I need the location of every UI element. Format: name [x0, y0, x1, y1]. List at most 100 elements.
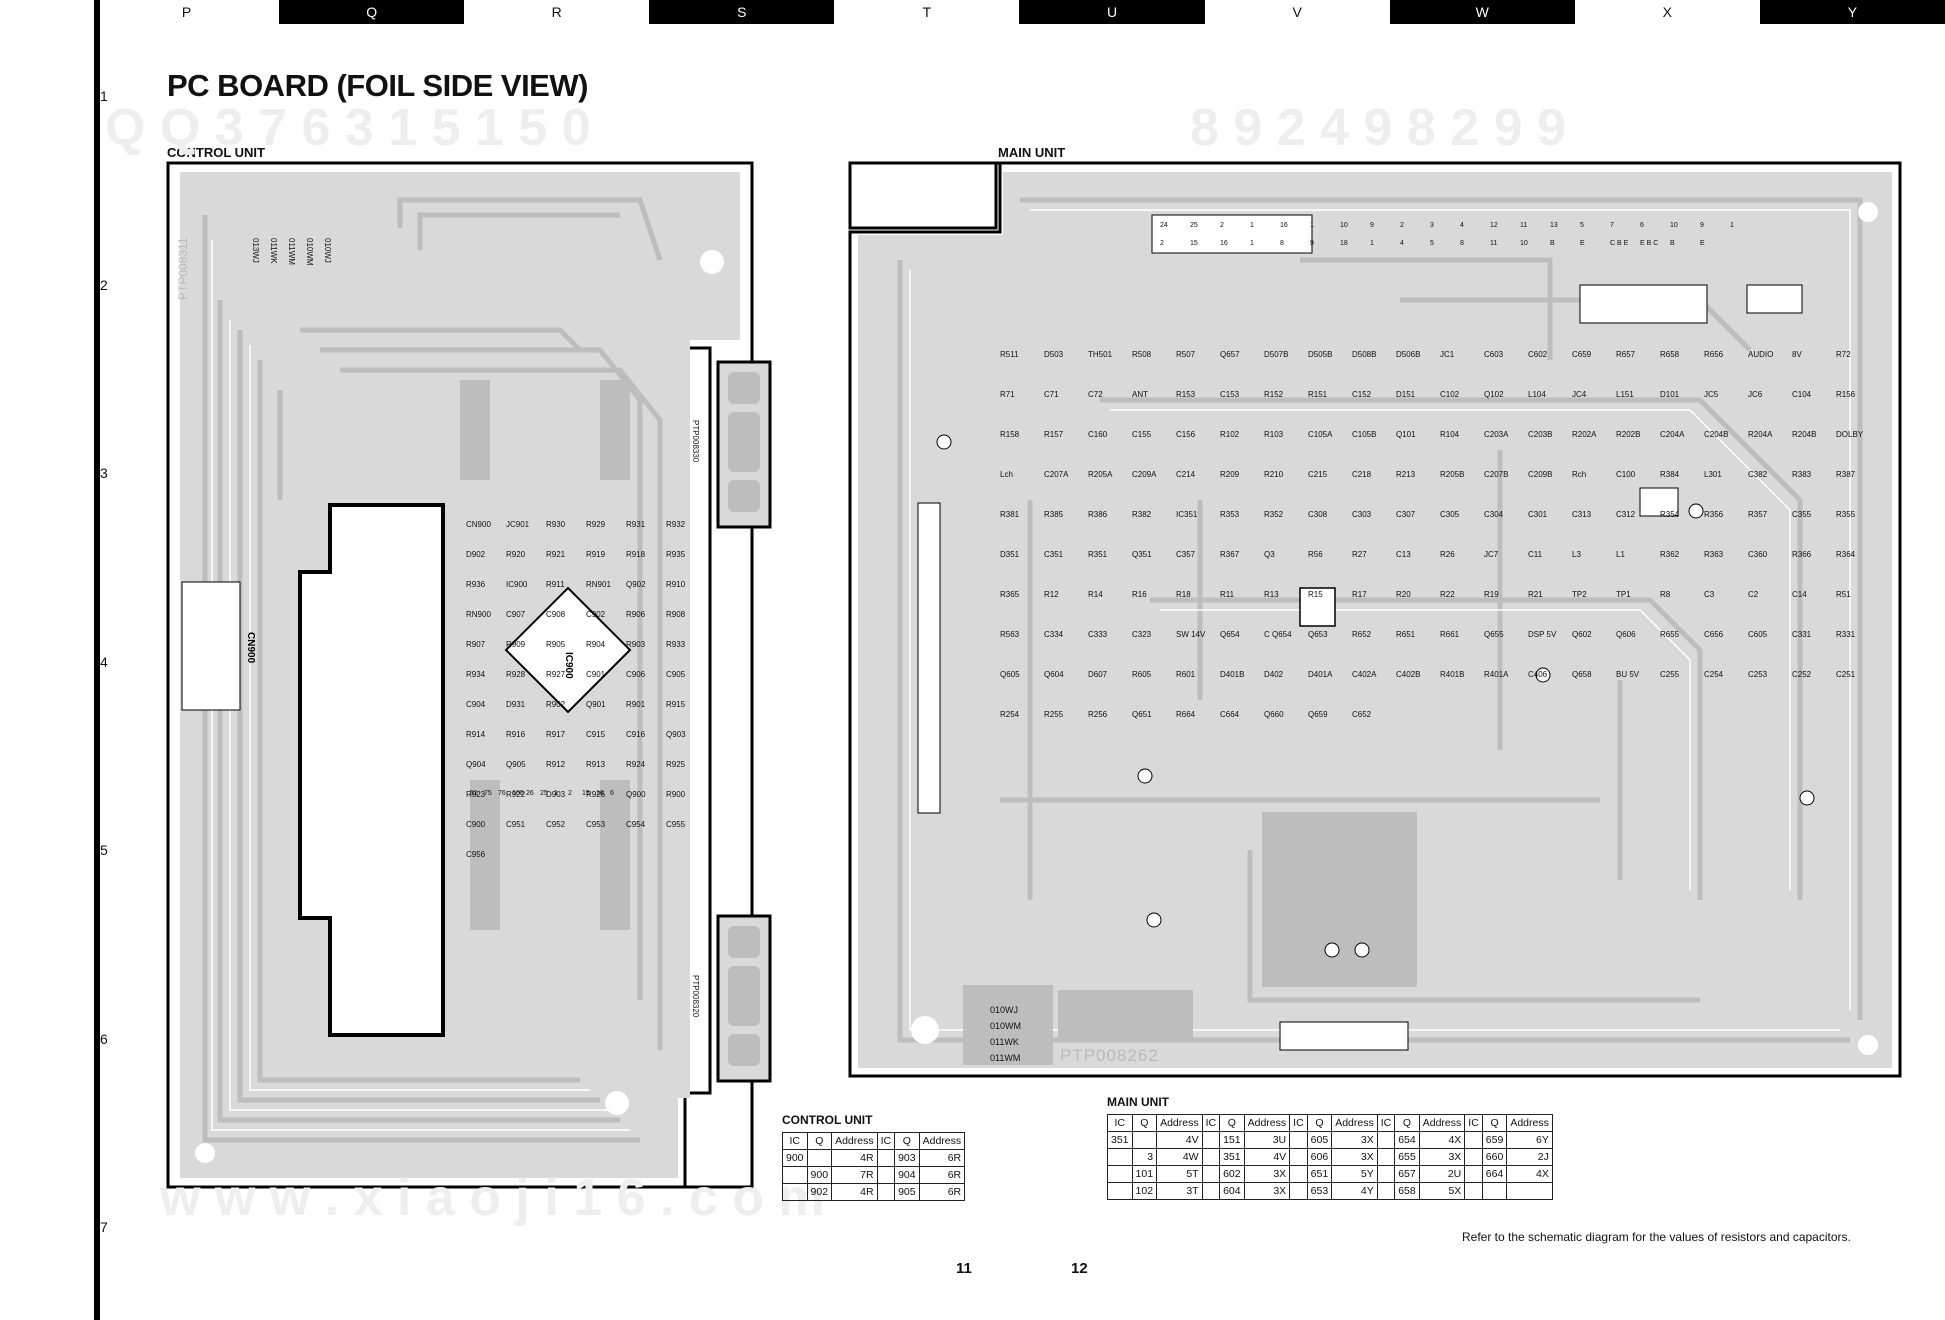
main-part-label: R202A — [1572, 430, 1597, 439]
column-letter: V — [1204, 0, 1390, 24]
main-connector-label: 11 — [1520, 222, 1528, 229]
main-table-cell — [1376, 1148, 1396, 1166]
control-part-label: R914 — [466, 730, 486, 739]
main-part-label: R103 — [1264, 430, 1284, 439]
control-variant: 013WJ — [251, 238, 260, 263]
main-table-cell: 660 — [1481, 1148, 1508, 1166]
column-letter: X — [1574, 0, 1760, 24]
main-table-cell — [1289, 1182, 1308, 1200]
control-table-header-cell: IC — [876, 1132, 896, 1150]
ic900 — [504, 586, 632, 714]
main-part-label: JC6 — [1748, 390, 1763, 399]
main-part-label: C255 — [1660, 670, 1680, 679]
control-part-label: R932 — [666, 520, 686, 529]
main-connector-label: 6 — [1640, 222, 1644, 229]
main-part-label: C215 — [1308, 470, 1328, 479]
main-table-cell — [1506, 1182, 1553, 1200]
control-part-label: R915 — [666, 700, 686, 709]
main-part-label: C72 — [1088, 390, 1103, 399]
main-part-label: R156 — [1836, 390, 1856, 399]
main-part-label: R601 — [1176, 670, 1196, 679]
main-part-label: C2 — [1748, 590, 1759, 599]
control-part-label: R925 — [666, 760, 686, 769]
main-part-label: C105A — [1308, 430, 1333, 439]
main-table-cell — [1107, 1148, 1133, 1166]
main-connector-label: 1 — [1250, 240, 1254, 247]
column-letter: P — [94, 0, 280, 24]
main-part-label: C307 — [1396, 510, 1416, 519]
control-pin-label: 25 — [540, 790, 548, 797]
main-part-label: C102 — [1440, 390, 1460, 399]
main-part-label: L104 — [1528, 390, 1546, 399]
main-part-label: D401A — [1308, 670, 1333, 679]
main-part-label: R357 — [1748, 510, 1768, 519]
control-table-header-cell: Address — [831, 1132, 878, 1150]
main-part-label: L1 — [1616, 550, 1625, 559]
main-part-label: L301 — [1704, 470, 1722, 479]
control-pin-label: 51 — [470, 790, 478, 797]
main-table-cell: 4W — [1156, 1148, 1203, 1166]
main-part-label: C203A — [1484, 430, 1509, 439]
main-part-label: R15 — [1308, 590, 1323, 599]
control-part-label: R917 — [546, 730, 566, 739]
main-part-label: C14 — [1792, 590, 1807, 599]
main-connector-top — [1151, 214, 1313, 254]
control-table-title: CONTROL UNIT — [782, 1113, 873, 1127]
main-connector-label: 5 — [1580, 222, 1584, 229]
main-part-label: C105B — [1352, 430, 1377, 439]
control-part-label: D902 — [466, 550, 486, 559]
main-connector-label: 24 — [1160, 222, 1168, 229]
control-table-cell: 905 — [894, 1183, 920, 1201]
main-connector-label: 5 — [1430, 240, 1434, 247]
control-part-label: Q900 — [626, 790, 646, 799]
main-part-label: R18 — [1176, 590, 1191, 599]
main-part-label: Q655 — [1484, 630, 1504, 639]
main-part-label: C334 — [1044, 630, 1064, 639]
control-pin-label: 15 — [582, 790, 590, 797]
main-pcb-code: PTP008262 — [1060, 1046, 1159, 1065]
side-code-1: PTP008330 — [691, 420, 700, 463]
main-part-label: C254 — [1704, 670, 1724, 679]
control-part-label: R924 — [626, 760, 646, 769]
main-part-label: C304 — [1484, 510, 1504, 519]
main-part-label: L3 — [1572, 550, 1581, 559]
main-part-label: L151 — [1616, 390, 1634, 399]
ic351 — [1299, 587, 1336, 627]
control-part-label: C954 — [626, 820, 646, 829]
main-part-label: C100 — [1616, 470, 1636, 479]
svg-text:Q Q 3 7 6 3 1 5 1 5 0: Q Q 3 7 6 3 1 5 1 5 0 — [105, 99, 591, 157]
column-letter: W — [1389, 0, 1575, 24]
main-part-label: R356 — [1704, 510, 1724, 519]
main-connector-rt — [1746, 284, 1803, 314]
main-table-cell — [1201, 1148, 1221, 1166]
main-part-label: C305 — [1440, 510, 1460, 519]
main-part-label: C603 — [1484, 350, 1504, 359]
main-part-label: D351 — [1000, 550, 1020, 559]
main-part-label: R383 — [1792, 470, 1812, 479]
main-part-label: C251 — [1836, 670, 1856, 679]
main-table-cell: 602 — [1219, 1165, 1245, 1183]
row-number: 6 — [100, 1030, 108, 1047]
control-table-cell — [876, 1149, 896, 1167]
control-part-label: R908 — [666, 610, 686, 619]
main-part-label: R507 — [1176, 350, 1196, 359]
control-part-label: R922 — [506, 790, 526, 799]
main-part-label: R14 — [1088, 590, 1103, 599]
main-part-label: R8 — [1660, 590, 1671, 599]
main-table-header-cell: IC — [1289, 1114, 1308, 1132]
main-part-label: D101 — [1660, 390, 1680, 399]
main-part-label: R331 — [1836, 630, 1856, 639]
main-part-label: R658 — [1660, 350, 1680, 359]
main-connector-label: 10 — [1340, 222, 1348, 229]
row-number: 3 — [100, 465, 108, 482]
main-table-cell: 606 — [1306, 1148, 1333, 1166]
main-part-label: C656 — [1704, 630, 1724, 639]
control-part-label: C901 — [586, 670, 606, 679]
main-part-label: ANT — [1132, 390, 1148, 399]
main-part-label: Q604 — [1044, 670, 1064, 679]
main-part-label: R355 — [1836, 510, 1856, 519]
main-connector-left — [917, 502, 941, 814]
control-table-cell — [876, 1183, 896, 1201]
